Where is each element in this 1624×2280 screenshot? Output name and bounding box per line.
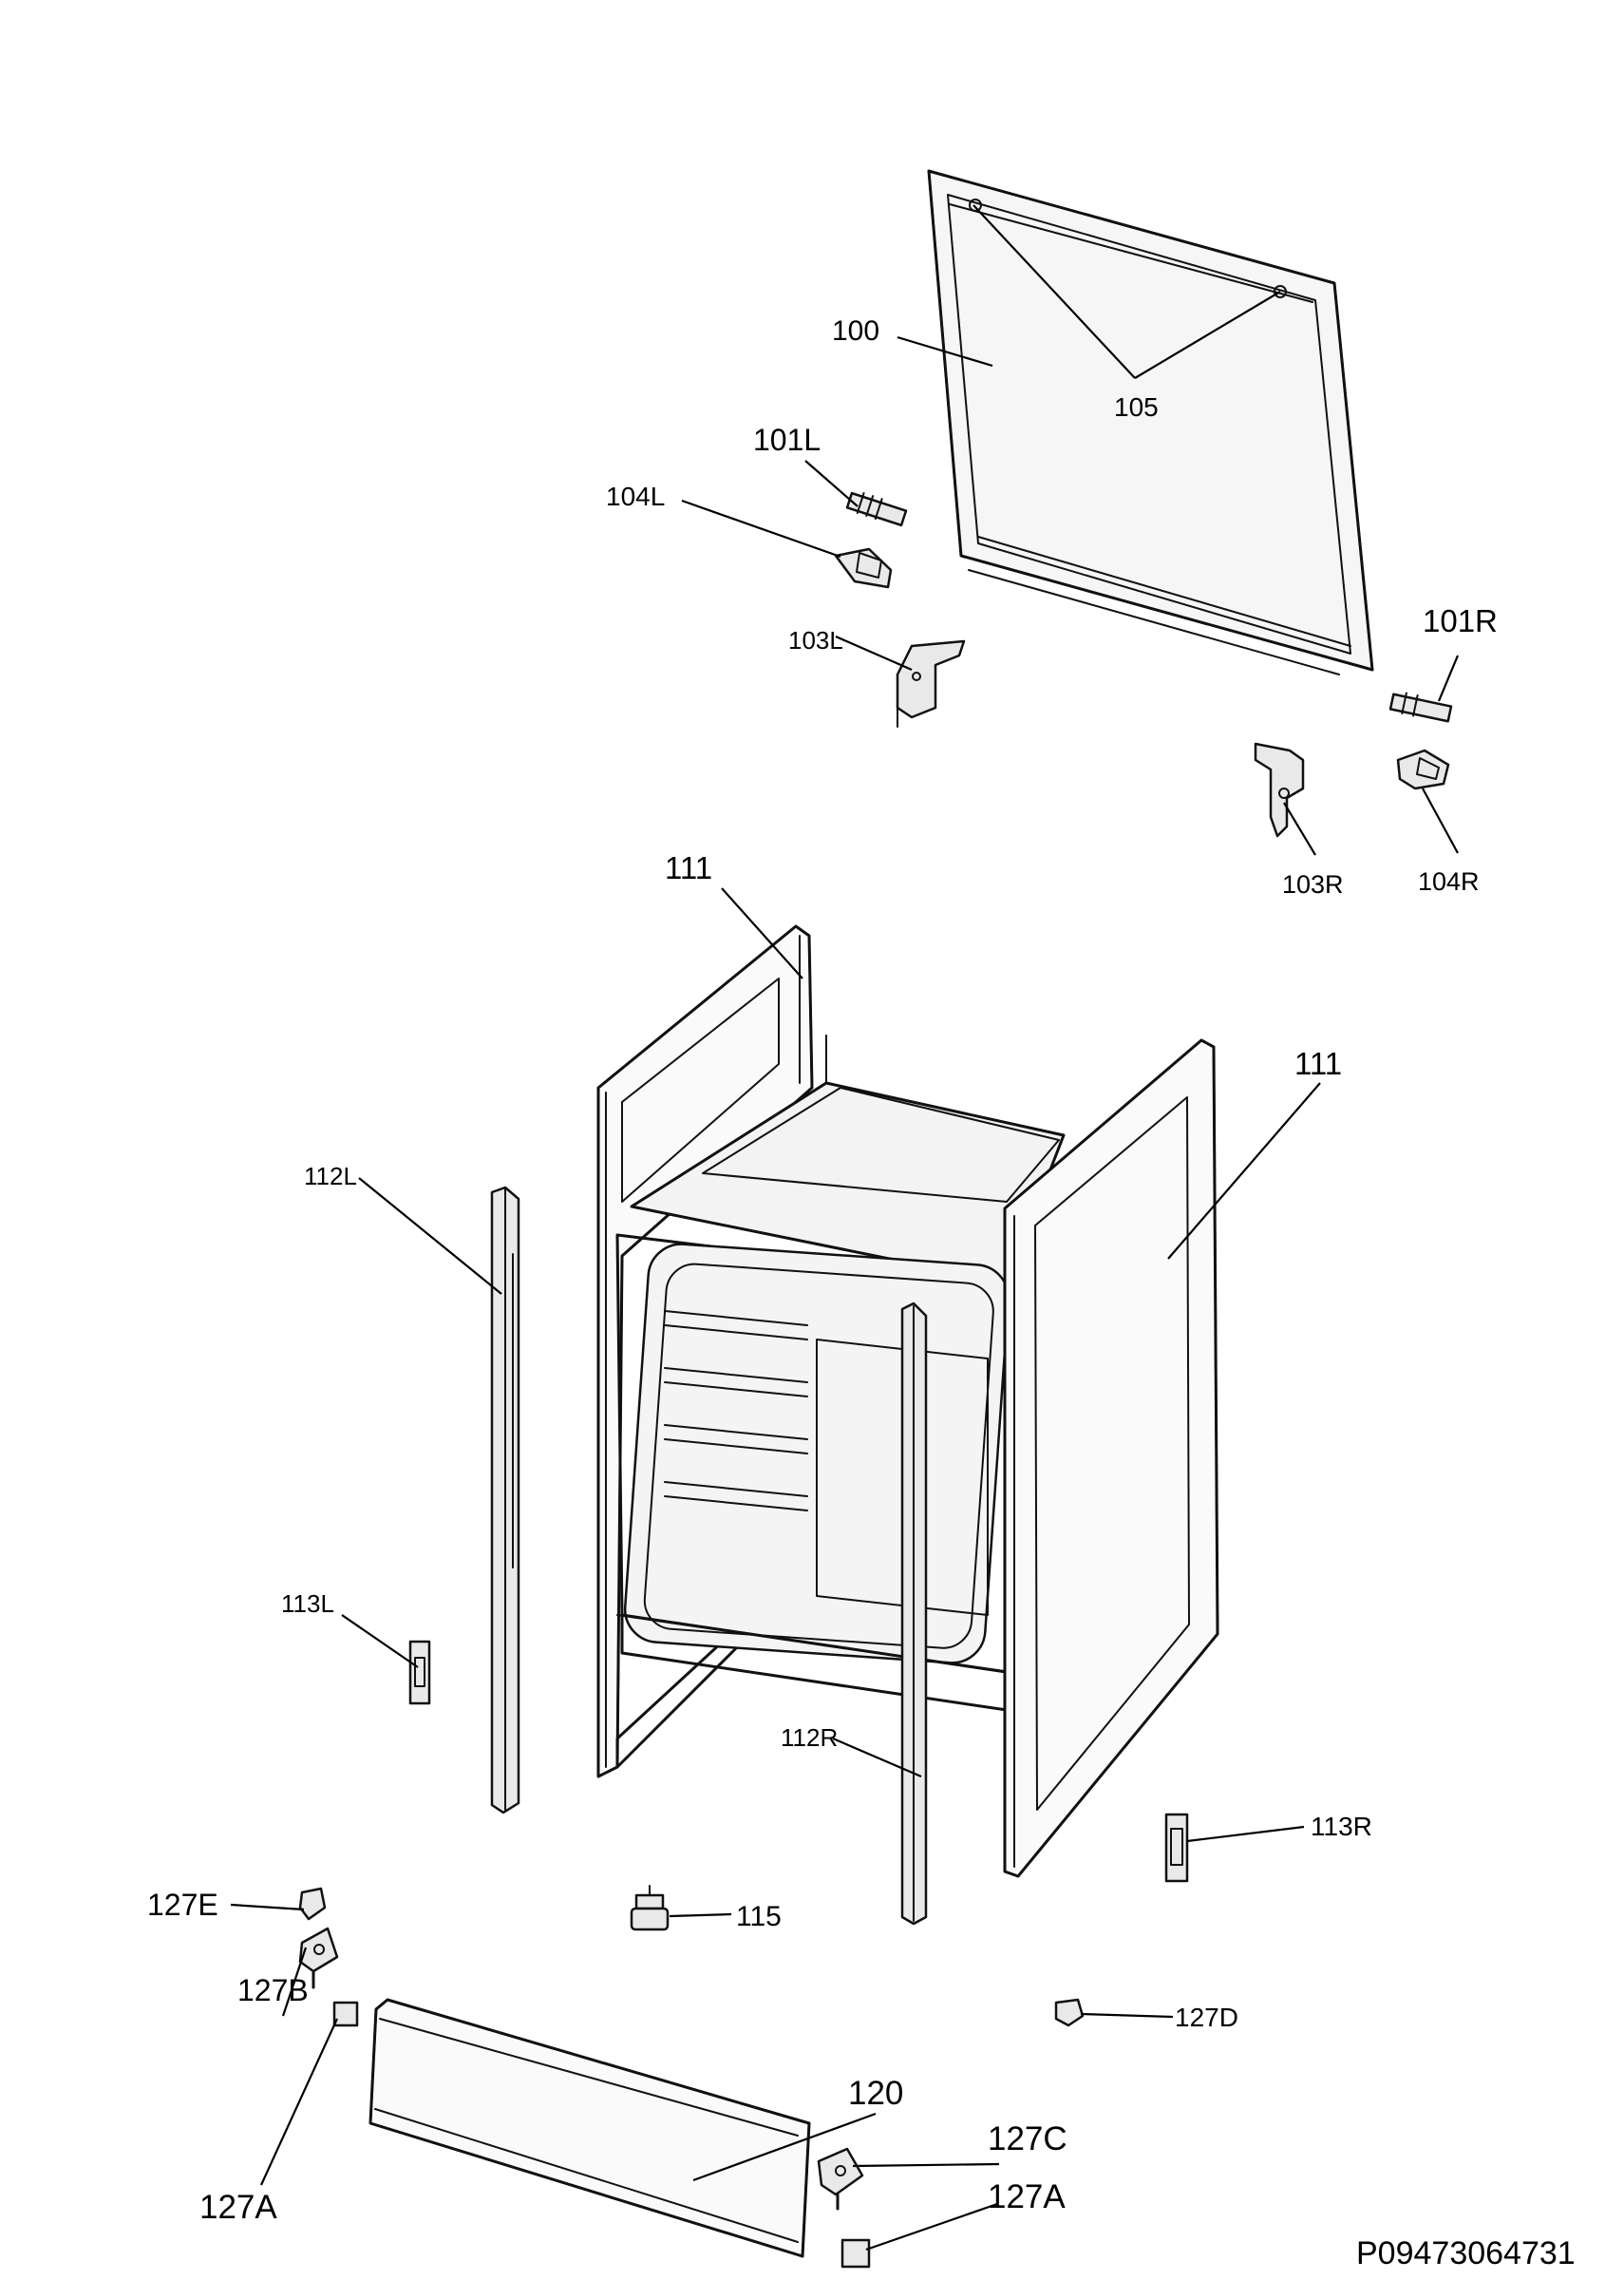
part-127D-clip [1054,1998,1085,2027]
label-120: 120 [848,2075,903,2112]
part-113L-bracket [408,1640,431,1705]
label-127B: 127B [237,1973,309,2007]
drawing-code: P09473064731 [1356,2235,1576,2271]
leader-lines [230,204,1460,2252]
part-104L-hinge-cover [834,547,893,589]
label-103R: 103R [1282,870,1344,899]
label-103L: 103L [788,626,843,655]
part-127C-bracket [817,2147,864,2211]
label-105: 105 [1114,392,1159,422]
part-101R-hinge-spring [1388,692,1453,723]
label-127A-left: 127A [199,2189,277,2226]
part-127E-clip [298,1887,327,1921]
label-112L: 112L [304,1162,357,1190]
part-127A-cap-left [332,2001,359,2027]
part-113R-bracket [1164,1813,1189,1883]
label-127D: 127D [1175,2003,1238,2032]
label-100: 100 [832,315,879,347]
label-113L: 113L [281,1589,334,1618]
label-112R: 112R [781,1723,838,1752]
label-115: 115 [736,1901,782,1932]
part-105-screw-left [969,199,982,212]
part-115-foot [630,1885,670,1931]
label-101R: 101R [1423,603,1498,638]
part-labels: 100 105 101L 104L 103L 101R 103R 104R 11… [147,315,1576,2271]
part-111-right-side-panel [1003,1038,1219,1878]
part-100-lid [927,169,1374,675]
part-104R-hinge-cover [1396,749,1450,790]
label-104L: 104L [606,482,665,511]
label-111-left: 111 [665,850,712,885]
part-103R-hinge-bracket [1254,742,1305,838]
part-112L-left-front-strip [490,1186,520,1814]
label-111-right: 111 [1294,1046,1342,1081]
label-127C: 127C [988,2120,1067,2157]
label-104R: 104R [1418,867,1480,896]
part-105-screw-right [1274,285,1287,298]
part-127A-cap-right [840,2238,871,2269]
label-113R: 113R [1311,1812,1372,1841]
label-127E: 127E [147,1888,218,1922]
part-112R-right-front-strip [900,1302,928,1926]
part-120-plinth-panel [368,1998,811,2258]
label-127A-right: 127A [988,2178,1066,2215]
part-127B-bracket [298,1927,339,1989]
part-101L-hinge-spring [845,491,908,527]
label-101L: 101L [753,423,821,457]
part-103L-hinge-bracket [896,639,966,728]
